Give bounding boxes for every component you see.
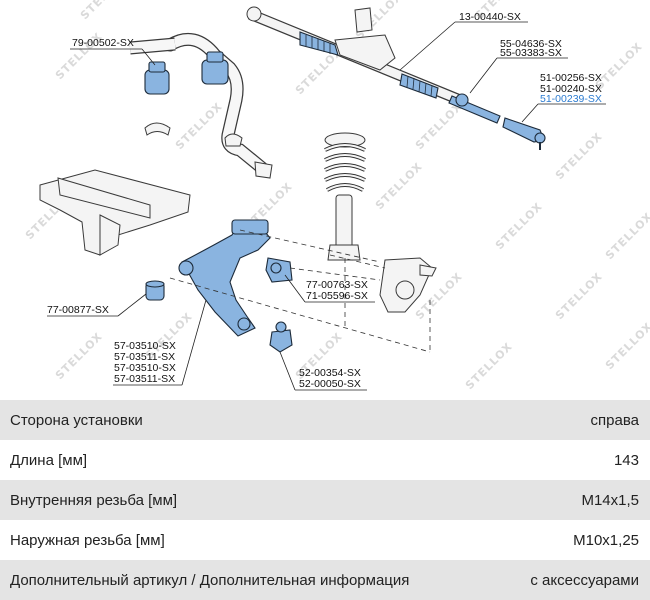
watermark-text: STELLOX bbox=[173, 100, 225, 152]
callout-77-00763: 77-00763-SX bbox=[306, 279, 368, 291]
watermark-text: STELLOX bbox=[553, 130, 605, 182]
spec-value: 143 bbox=[613, 451, 639, 469]
lower-control-arm bbox=[178, 219, 271, 337]
callout-57-03511-a: 57-03511-SX bbox=[114, 351, 175, 363]
spec-row: Длина [мм] 143 bbox=[0, 440, 650, 480]
ball-joint bbox=[269, 321, 293, 353]
spec-row: Дополнительный артикул / Дополнительная … bbox=[0, 560, 650, 600]
callout-13-00440: 13-00440-SX bbox=[459, 11, 521, 23]
spec-label: Внутренняя резьба [мм] bbox=[10, 491, 178, 509]
callout-55-04636: 55-04636-SX bbox=[500, 38, 562, 50]
spec-row: Наружная резьба [мм] M10x1,25 bbox=[0, 520, 650, 560]
callout-51-00239: 51-00239-SX bbox=[540, 93, 602, 105]
leader-lines bbox=[47, 21, 606, 391]
spec-table: Сторона установки справа Длина [мм] 143 … bbox=[0, 400, 650, 600]
assembly-dash-lines bbox=[169, 229, 431, 353]
watermark-text: STELLOX bbox=[603, 210, 650, 262]
spec-value: с аксессуарами bbox=[530, 571, 639, 589]
callout-57-03510-b: 57-03510-SX bbox=[114, 362, 176, 374]
rear-bushing bbox=[265, 257, 293, 283]
spec-row: Внутренняя резьба [мм] M14x1,5 bbox=[0, 480, 650, 520]
spec-row: Сторона установки справа bbox=[0, 400, 650, 440]
watermark-text: STELLOX bbox=[463, 340, 515, 392]
spec-label: Длина [мм] bbox=[10, 451, 88, 469]
rack-boots bbox=[299, 31, 439, 99]
callout-labels: 13-00440-SX 55-04636-SX 55-03383-SX 51-0… bbox=[47, 11, 602, 390]
watermark-text: STELLOX bbox=[603, 320, 650, 372]
watermark-text: STELLOX bbox=[78, 0, 130, 22]
spec-value: справа bbox=[590, 411, 639, 429]
spec-label: Наружная резьба [мм] bbox=[10, 531, 165, 549]
callout-51-00256: 51-00256-SX bbox=[540, 72, 602, 84]
callout-51-00240: 51-00240-SX bbox=[540, 83, 602, 95]
spec-value: M10x1,25 bbox=[573, 531, 639, 549]
callout-71-05596: 71-05596-SX bbox=[306, 290, 368, 302]
callout-52-00050: 52-00050-SX bbox=[299, 378, 361, 390]
steering-knuckle bbox=[379, 257, 437, 313]
watermark-text: STELLOX bbox=[53, 330, 105, 382]
watermark-text: STELLOX bbox=[413, 100, 465, 152]
callout-55-03383: 55-03383-SX bbox=[500, 47, 562, 59]
front-bushing bbox=[145, 280, 165, 301]
callout-77-00877: 77-00877-SX bbox=[47, 304, 109, 316]
watermark-text: STELLOX bbox=[373, 160, 425, 212]
watermark-text: STELLOX bbox=[553, 270, 605, 322]
spec-label: Сторона установки bbox=[10, 411, 143, 429]
callout-79-00502: 79-00502-SX bbox=[72, 37, 134, 49]
tie-rod bbox=[448, 93, 546, 150]
callout-52-00354: 52-00354-SX bbox=[299, 367, 361, 379]
watermark-text: STELLOX bbox=[493, 200, 545, 252]
suspension-diagram: STELLOXSTELLOXSTELLOXSTELLOXSTELLOXSTELL… bbox=[23, 0, 650, 392]
strut-assembly bbox=[324, 132, 366, 261]
callout-57-03510-a: 57-03510-SX bbox=[114, 340, 176, 352]
spec-label: Дополнительный артикул / Дополнительная … bbox=[10, 571, 410, 589]
spec-value: M14x1,5 bbox=[581, 491, 639, 509]
stabilizer-bushings bbox=[144, 51, 273, 179]
callout-57-03511-b: 57-03511-SX bbox=[114, 373, 175, 385]
subframe-outline bbox=[39, 169, 191, 256]
